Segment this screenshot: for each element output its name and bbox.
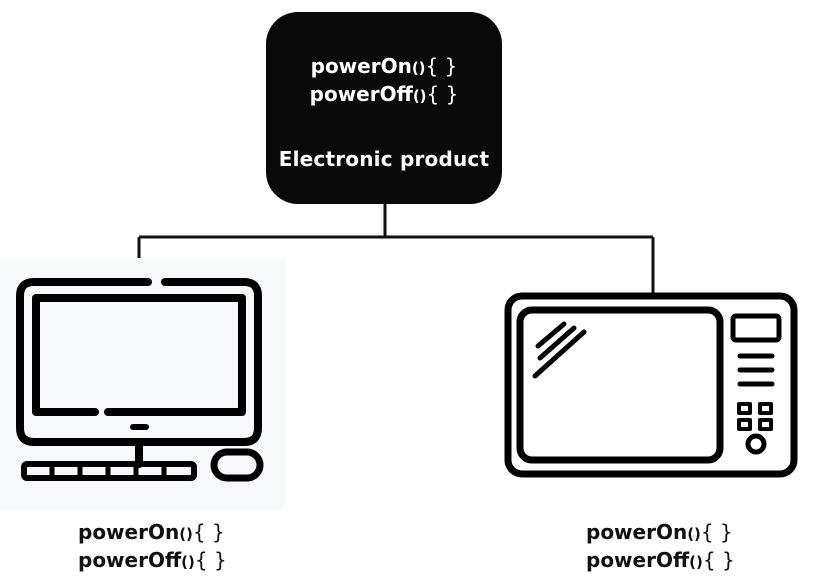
parent-method-power-off: powerOff(){ }	[266, 81, 502, 109]
method-parens: ()	[687, 525, 701, 543]
computer-methods: powerOn(){ } powerOff(){ }	[78, 519, 227, 575]
connector-lines	[137, 204, 655, 294]
method-name: powerOn	[310, 54, 412, 78]
method-braces: { }	[425, 54, 458, 78]
method-name: powerOn	[586, 520, 688, 544]
method-parens: ()	[689, 553, 703, 571]
method-name: powerOff	[309, 82, 413, 106]
method-braces: { }	[194, 548, 227, 572]
method-braces: { }	[702, 548, 735, 572]
microwave-oven-icon	[504, 292, 798, 478]
parent-class-box: powerOn(){ } powerOff(){ } Electronic pr…	[266, 12, 502, 204]
method-braces: { }	[192, 520, 225, 544]
computer-method-power-off: powerOff(){ }	[78, 547, 227, 575]
method-parens: ()	[412, 87, 427, 105]
method-name: powerOff	[78, 548, 182, 572]
method-parens: ()	[411, 59, 426, 77]
microwave-method-power-on: powerOn(){ }	[586, 519, 735, 547]
method-parens: ()	[179, 525, 193, 543]
desktop-computer-icon	[16, 278, 264, 482]
parent-class-title: Electronic product	[278, 147, 490, 171]
method-name: powerOff	[586, 548, 690, 572]
microwave-method-power-off: powerOff(){ }	[586, 547, 735, 575]
method-name: powerOn	[78, 520, 180, 544]
method-braces: { }	[426, 82, 459, 106]
computer-method-power-on: powerOn(){ }	[78, 519, 227, 547]
parent-method-power-on: powerOn(){ }	[266, 53, 502, 81]
method-braces: { }	[700, 520, 733, 544]
parent-methods: powerOn(){ } powerOff(){ }	[266, 53, 502, 109]
microwave-methods: powerOn(){ } powerOff(){ }	[586, 519, 735, 575]
method-parens: ()	[181, 553, 195, 571]
